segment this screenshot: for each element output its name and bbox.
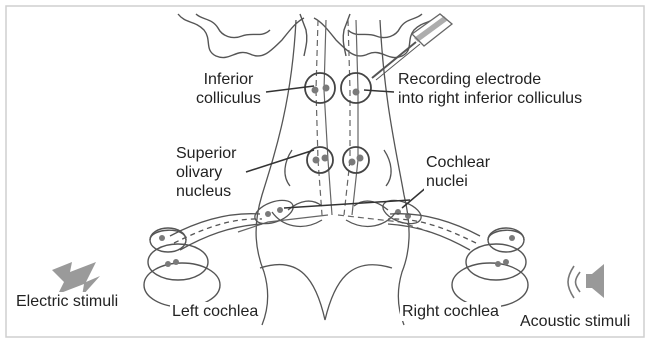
label-recording-electrode: Recording electrode into right inferior … <box>396 70 584 108</box>
right-inferior-colliculus <box>341 73 371 103</box>
cochlear-nuclei-neurons <box>265 207 411 219</box>
label-cochlear-nuclei: Cochlear nuclei <box>424 153 492 191</box>
label-left-cochlea: Left cochlea <box>170 302 260 321</box>
leader-inferior-colliculus <box>266 86 314 92</box>
brain-cortex <box>178 14 440 58</box>
electric-stimulus-bolt-icon <box>52 262 100 296</box>
superior-olive-neurons <box>313 155 364 166</box>
right-cochlea-drawing <box>452 228 528 307</box>
label-acoustic-stimuli: Acoustic stimuli <box>518 312 632 331</box>
leader-superior-olive <box>246 150 314 172</box>
right-superior-olive <box>343 147 369 173</box>
left-cochlea-drawing <box>144 228 220 307</box>
auditory-nerves <box>170 214 480 250</box>
label-right-cochlea: Right cochlea <box>400 302 501 321</box>
acoustic-stimulus-speaker-icon <box>568 264 604 298</box>
label-superior-olivary-nucleus: Superior olivary nucleus <box>174 144 238 201</box>
leader-recording-electrode <box>364 90 394 92</box>
label-electric-stimuli: Electric stimuli <box>14 292 120 311</box>
label-inferior-colliculus: Inferior colliculus <box>194 70 263 108</box>
left-inferior-colliculus <box>305 73 335 103</box>
